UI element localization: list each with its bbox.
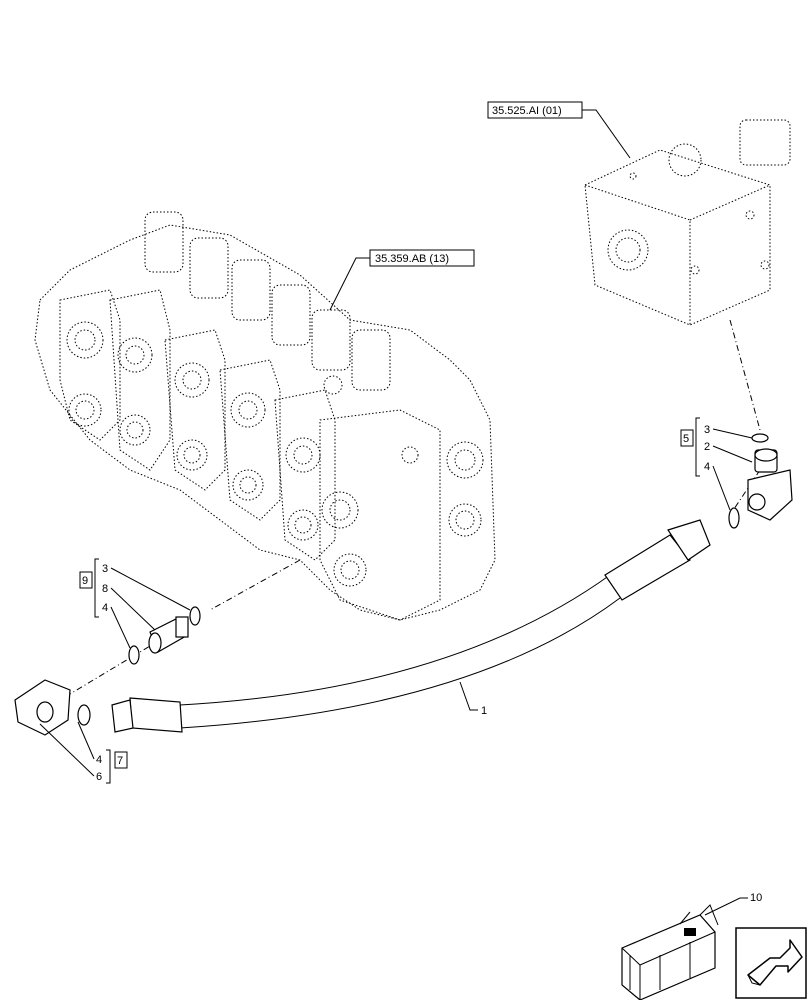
kit-left-upper-bracket <box>94 558 99 618</box>
o-ring-right-lower <box>728 507 740 529</box>
straight-adapter-fitting <box>148 616 189 654</box>
kit-right-label: 5 <box>683 433 689 445</box>
crate-icon <box>621 904 719 1001</box>
leader-left-lower-6 <box>39 723 95 777</box>
kit-right-box <box>680 429 694 447</box>
left-callout-8: 8 <box>102 583 108 595</box>
hydraulic-hose <box>111 519 711 733</box>
left-lower-callout-6: 6 <box>96 771 102 783</box>
auxiliary-valve-block <box>584 119 791 326</box>
centerline-right <box>729 319 761 431</box>
leader-hose <box>459 681 478 711</box>
next-page-arrow-icon[interactable] <box>735 927 807 999</box>
left-lower-callout-4: 4 <box>96 754 102 766</box>
leader-right-4 <box>712 465 731 511</box>
kit-left-lower-label: 7 <box>117 755 123 767</box>
left-elbow-fitting <box>14 679 71 736</box>
aux-valve-ref-label: 35.525.AI (01) <box>492 105 562 117</box>
right-callout-2: 2 <box>704 441 710 453</box>
centerline-left-lower <box>59 639 161 701</box>
box-callout: 10 <box>750 892 762 904</box>
leader-left-3 <box>110 567 191 611</box>
control-valve-block <box>34 211 496 621</box>
leader-right-3 <box>712 428 753 439</box>
leader-left-8 <box>110 587 156 631</box>
leader-box <box>704 897 748 916</box>
control-valve-ref-label: 35.359.AB (13) <box>375 253 449 265</box>
o-ring-left-lower <box>77 704 91 726</box>
hose-callout: 1 <box>481 705 487 717</box>
right-callout-4: 4 <box>704 461 710 473</box>
right-callout-3: 3 <box>704 424 710 436</box>
o-ring-left-upper <box>189 606 201 626</box>
o-ring-right-upper <box>751 433 769 443</box>
centerline-right-lower <box>729 469 761 516</box>
centerline-left <box>209 559 301 611</box>
leader-left-4 <box>110 606 131 649</box>
kit-left-upper-box <box>79 571 93 589</box>
kit-left-lower-box <box>114 751 128 769</box>
left-callout-3: 3 <box>102 563 108 575</box>
right-elbow-fitting <box>747 448 793 521</box>
kit-left-upper-label: 9 <box>82 575 88 587</box>
control-valve-leader <box>329 257 370 311</box>
kit-right-bracket <box>695 417 700 477</box>
aux-valve-leader <box>582 109 631 159</box>
leader-right-2 <box>712 445 753 463</box>
kit-left-lower-bracket <box>106 749 111 784</box>
leader-left-lower-4 <box>77 721 95 760</box>
left-callout-4: 4 <box>102 602 108 614</box>
o-ring-left-mid <box>128 645 140 665</box>
